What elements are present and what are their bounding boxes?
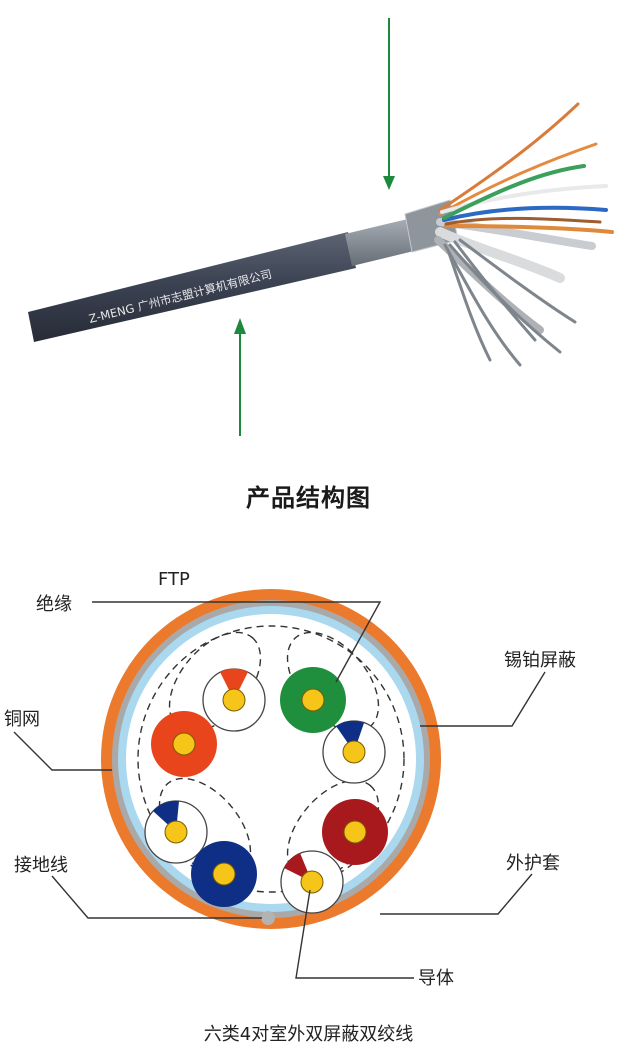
cable-jacket bbox=[28, 232, 356, 342]
leader-copper-mesh bbox=[13, 731, 112, 771]
pair-brown bbox=[280, 799, 388, 914]
pair-orange bbox=[151, 668, 266, 777]
arrow-up-bottom bbox=[234, 318, 246, 436]
braid-strands bbox=[443, 238, 577, 367]
label-ftp: FTP bbox=[158, 569, 190, 590]
label-ground-wire: 接地线 bbox=[14, 855, 68, 876]
ground-wire bbox=[261, 911, 275, 925]
leader-foil-shield bbox=[420, 671, 546, 727]
cable-inner-sheath bbox=[345, 218, 418, 266]
label-insulation: 绝缘 bbox=[36, 594, 72, 615]
leader-ground-wire bbox=[51, 875, 262, 919]
leader-conductor bbox=[295, 889, 414, 979]
pair-green bbox=[280, 667, 386, 784]
leader-insulation bbox=[92, 601, 382, 683]
cable-photo: Z-MENG 广州市志盟计算机有限公司 bbox=[28, 18, 614, 436]
arrow-down-top bbox=[383, 18, 395, 190]
label-outer-jacket: 外护套 bbox=[506, 853, 560, 874]
leader-outer-jacket bbox=[380, 873, 533, 915]
label-conductor: 导体 bbox=[418, 968, 454, 989]
label-foil-shield: 锡铂屏蔽 bbox=[504, 650, 576, 671]
cable-cross-section: FTP 绝缘 锡铂屏蔽 铜网 接地线 外护套 导体 bbox=[4, 569, 576, 989]
diagram-caption: 六类4对室外双屏蔽双绞线 bbox=[203, 1024, 414, 1045]
twisted-pairs bbox=[438, 102, 614, 234]
leader-lines bbox=[13, 601, 546, 979]
section-title: 产品结构图 bbox=[246, 484, 371, 512]
label-copper-mesh: 铜网 bbox=[4, 709, 40, 730]
pair-blue bbox=[144, 800, 257, 907]
